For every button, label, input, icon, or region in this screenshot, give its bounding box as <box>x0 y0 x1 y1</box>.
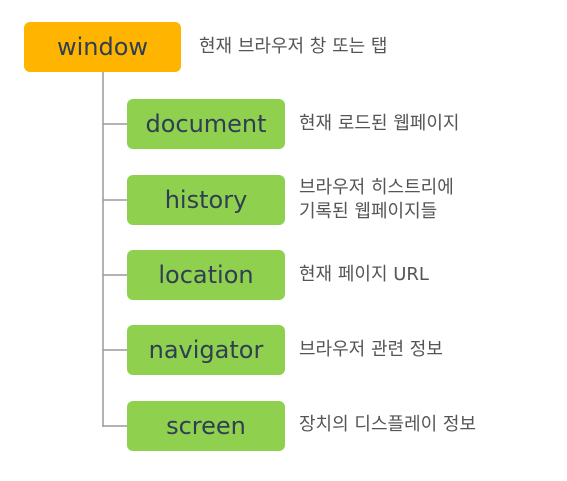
window-node: window <box>24 22 181 72</box>
location-description-line-1: 현재 페이지 URL <box>299 264 429 285</box>
window-description: 현재 브라우저 창 또는 탭 <box>199 36 388 57</box>
document-node: document <box>127 99 285 149</box>
screen-description: 장치의 디스플레이 정보 <box>299 413 476 437</box>
history-description-line-2: 기록된 웹페이지들 <box>299 201 438 222</box>
history-description: 브라우저 히스트리에 기록된 웹페이지들 <box>299 176 454 224</box>
navigator-node: navigator <box>127 325 285 375</box>
document-description-line-1: 현재 로드된 웹페이지 <box>299 113 460 134</box>
navigator-description: 브라우저 관련 정보 <box>299 338 443 362</box>
screen-description-line-1: 장치의 디스플레이 정보 <box>299 414 477 435</box>
screen-node: screen <box>127 401 285 451</box>
history-description-line-1: 브라우저 히스트리에 <box>299 177 454 198</box>
history-node: history <box>127 175 285 225</box>
document-description: 현재 로드된 웹페이지 <box>299 112 459 136</box>
navigator-description-line-1: 브라우저 관련 정보 <box>299 339 443 360</box>
location-node: location <box>127 250 285 300</box>
location-description: 현재 페이지 URL <box>299 263 429 287</box>
